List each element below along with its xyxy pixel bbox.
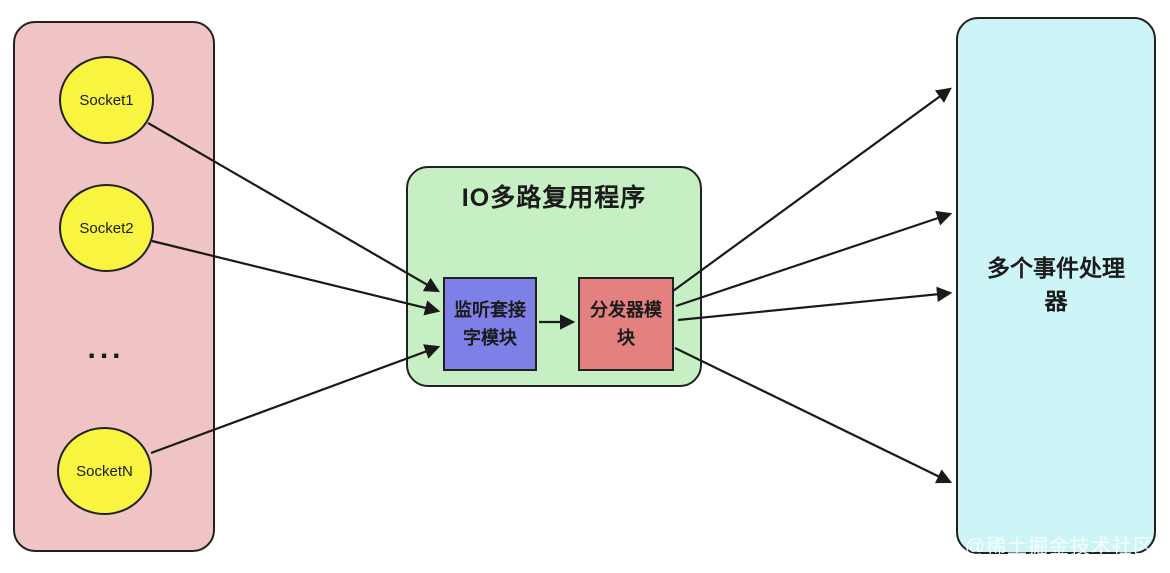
dispatcher-to-handler-4 xyxy=(674,347,953,484)
watermark: @稀土掘金技术社区 xyxy=(964,536,1154,558)
listener-module-label-line2: 字模块 xyxy=(463,328,517,348)
dispatcher-to-handler-2 xyxy=(675,210,953,308)
sockets-ellipsis: ... xyxy=(87,332,125,365)
multiplexer-title: IO多路复用程序 xyxy=(461,184,647,212)
event-handlers-panel xyxy=(956,17,1156,554)
dispatcher-to-handler-3 xyxy=(677,286,953,322)
socket1-label: Socket1 xyxy=(79,91,134,109)
listener-module-node: 监听套接 字模块 xyxy=(443,277,537,371)
socketN-label: SocketN xyxy=(76,462,133,480)
socket2-node: Socket2 xyxy=(59,184,154,272)
event-handlers-label-line1: 多个事件处理 xyxy=(987,255,1125,281)
socket1-node: Socket1 xyxy=(59,56,154,144)
event-handlers-label: 多个事件处理 器 xyxy=(960,252,1152,318)
dispatcher-module-label-line2: 块 xyxy=(617,328,635,348)
listener-module-label-line1: 监听套接 xyxy=(454,300,526,320)
event-handlers-label-line2: 器 xyxy=(1044,288,1068,314)
dispatcher-module-node: 分发器模 块 xyxy=(578,277,674,371)
socket2-label: Socket2 xyxy=(79,219,134,237)
dispatcher-to-handler-1 xyxy=(672,87,952,292)
dispatcher-module-label-line1: 分发器模 xyxy=(590,300,662,320)
socketN-node: SocketN xyxy=(57,427,152,515)
